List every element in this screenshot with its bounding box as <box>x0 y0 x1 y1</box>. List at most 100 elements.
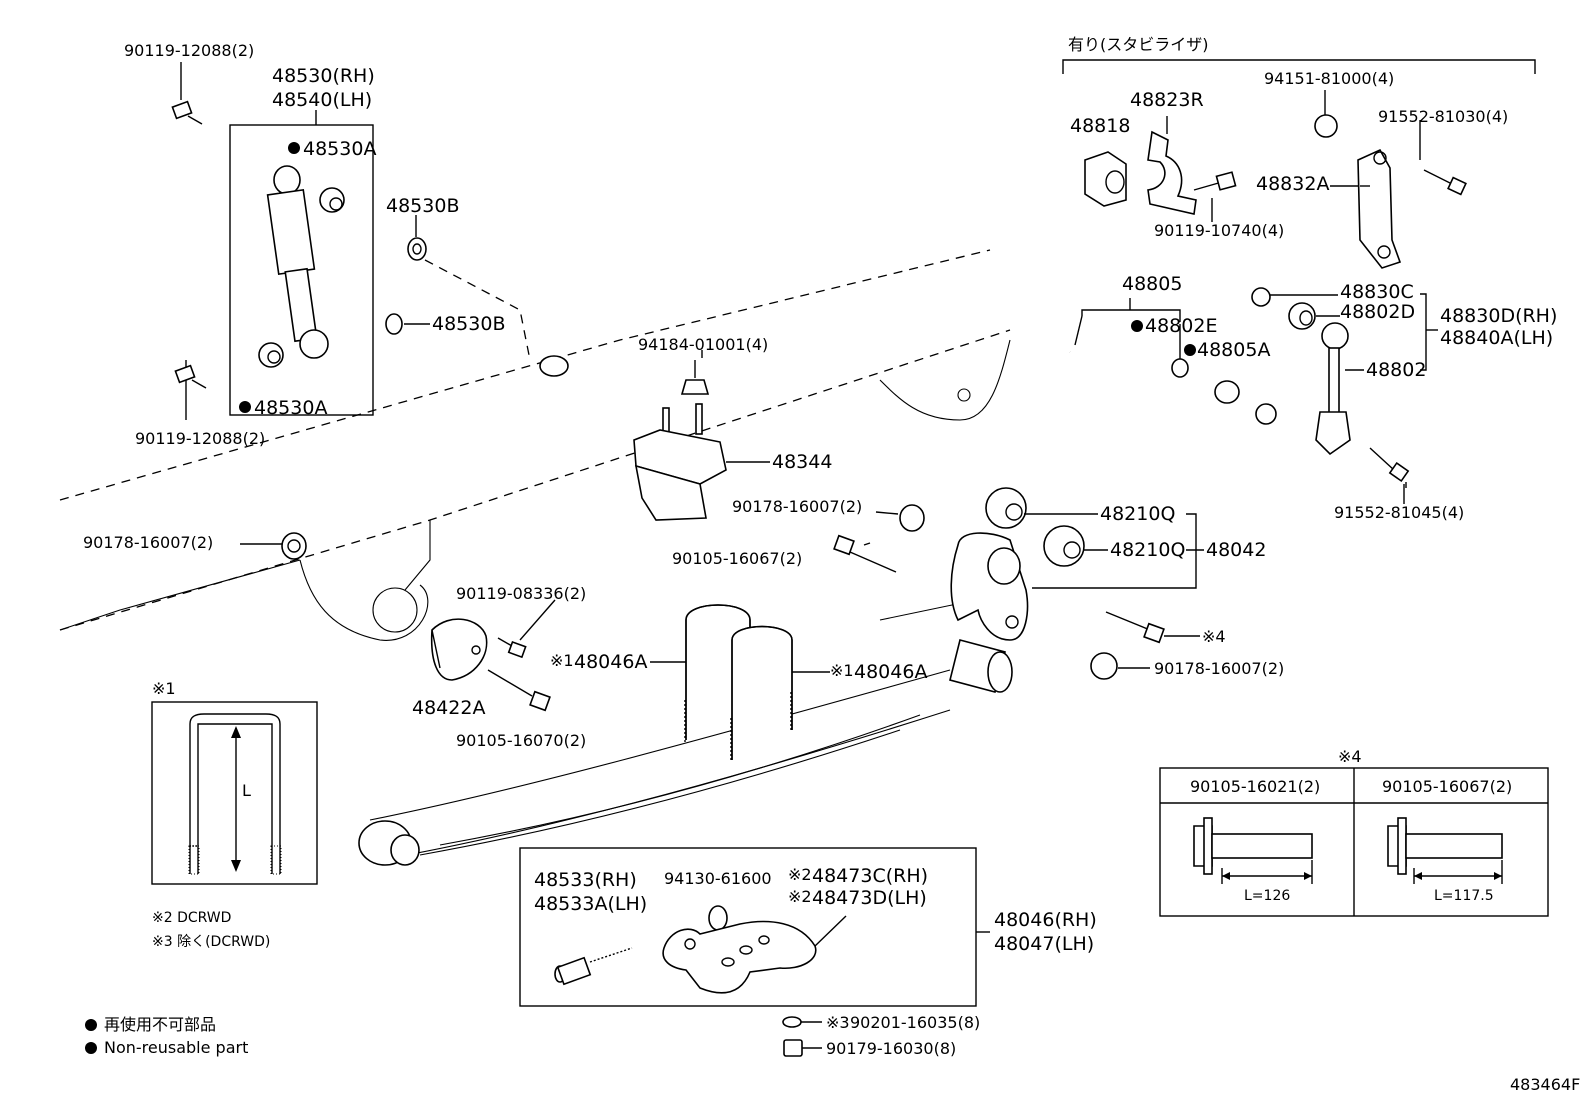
label-washer-bottom: 90201-16035(8) <box>850 1013 980 1032</box>
label-stud-rh: 48533(RH) <box>534 869 637 891</box>
label-link-bracket: 48832A <box>1256 173 1329 195</box>
label-nut-center: 90178-16007(2) <box>732 497 862 516</box>
label-plate-c: 48473C(RH) <box>812 865 928 887</box>
label-spring-rh: 48046(RH) <box>994 909 1097 931</box>
label-nut-bottom: 90179-16030(8) <box>826 1039 956 1058</box>
label-bushing-q1: 48210Q <box>1100 503 1175 525</box>
legend-jp: 再使用不可部品 <box>104 1015 216 1034</box>
shackle-48042 <box>950 532 1029 641</box>
washer-48530b-mid <box>385 313 430 335</box>
bolt-length-table <box>1159 767 1549 917</box>
label-bolt-top-left: 90119-12088(2) <box>124 41 254 60</box>
legend-bullet-en <box>85 1042 97 1054</box>
non-reusable-mark-48530a-bottom <box>239 401 251 413</box>
label-stud-lh: 48533A(LH) <box>534 893 647 915</box>
label-ubolt-left: 48046A <box>574 651 647 673</box>
legend-bullet-jp <box>85 1019 97 1031</box>
part-labels: 90119-12088(2) 48530(RH) 48540(LH) 48530… <box>83 35 1580 1094</box>
bolt-shackle <box>1105 611 1200 644</box>
label-bolt-link: 91552-81045(4) <box>1334 503 1464 522</box>
label-link-rh: 48830D(RH) <box>1440 305 1557 327</box>
legend-en: Non-reusable part <box>104 1038 248 1057</box>
nut-90179-16030 <box>783 1039 822 1057</box>
note-dcrwd: ※2 DCRWD <box>152 910 231 926</box>
label-shackle: 48042 <box>1206 539 1266 561</box>
bolt-90105-16067-center <box>833 534 897 573</box>
u-bolt-detail-box <box>151 701 318 885</box>
label-bushing-e: 48802E <box>1145 315 1217 337</box>
stabilizer-bar-48805 <box>1068 298 1277 447</box>
label-ubolt-box-mark: ※1 <box>152 679 176 698</box>
label-bushing-a-bottom: 48530A <box>254 397 327 419</box>
label-nut-left: 90178-16007(2) <box>83 533 213 552</box>
label-bolt-small: 90119-08336(2) <box>456 584 586 603</box>
label-link-d: 48802D <box>1340 301 1415 323</box>
link-parts <box>1251 287 1438 456</box>
bushing-48530a-top <box>319 187 345 213</box>
label-ubolt-box-dim: L <box>242 781 251 800</box>
shackle-48042-group <box>950 487 1204 680</box>
label-ubolt-mark-left: ※1 <box>550 651 574 670</box>
label-bracket: 48422A <box>412 697 485 719</box>
bolt-90119-12088-bottom <box>174 360 207 420</box>
non-reusable-mark-48805a <box>1184 344 1196 356</box>
label-nut-bump: 94184-01001(4) <box>638 335 768 354</box>
label-washer-b-top: 48530B <box>386 195 459 217</box>
washer-90201-16035 <box>782 1016 822 1028</box>
stud-48533 <box>554 947 633 986</box>
label-mark3: ※3 <box>826 1013 850 1032</box>
bolt-90119-10740 <box>1193 171 1237 222</box>
label-link: 48802 <box>1366 359 1426 381</box>
spring-seat-group <box>519 847 990 1007</box>
label-ubolt-mark-right: ※1 <box>830 661 854 680</box>
non-reusable-mark-48802e <box>1131 320 1143 332</box>
bushing-48210q-2 <box>1043 525 1108 567</box>
u-bolt-48046a-right <box>730 625 830 760</box>
bolt-drawing-16067 <box>1387 817 1503 884</box>
diagram-id: 483464F <box>1510 1075 1580 1094</box>
bolt-90119-08336 <box>497 637 527 659</box>
label-stab-bushing: 48818 <box>1070 115 1130 137</box>
nut-90178-16007-center <box>875 504 925 532</box>
bushing-48530a-bottom <box>258 342 284 368</box>
label-bolt-center: 90105-16067(2) <box>672 549 802 568</box>
spring-seat-plate <box>662 915 847 994</box>
bolt-91552-81030 <box>1419 120 1467 196</box>
stabilizer-link-48802 <box>1315 322 1364 456</box>
bushing-48805a <box>1214 380 1240 404</box>
stabilizer-bracket-48823r <box>1147 116 1197 215</box>
label-mark2-d: ※2 <box>788 887 812 906</box>
label-stab-bolt: 90119-10740(4) <box>1154 221 1284 240</box>
leader-lines <box>519 185 1407 641</box>
bracket-48422a <box>430 618 488 681</box>
bushing-48210q-1 <box>985 487 1098 529</box>
label-stab-bracket: 48823R <box>1130 89 1204 111</box>
label-mark2-c: ※2 <box>788 865 812 884</box>
label-plate-d: 48473D(LH) <box>812 887 927 909</box>
bump-stopper-48344 <box>633 360 770 521</box>
label-nut-stab: 94151-81000(4) <box>1264 69 1394 88</box>
label-bump-stopper: 48344 <box>772 451 832 473</box>
shock-absorber-group <box>229 110 374 416</box>
nut-94151-81000 <box>1314 90 1338 138</box>
bolt-table-part-1: 90105-16021(2) <box>1190 777 1320 796</box>
note-excl-dcrwd: ※3 除く(DCRWD) <box>152 934 270 950</box>
label-shock-rh: 48530(RH) <box>272 65 375 87</box>
stabilizer-group <box>1062 59 1536 504</box>
stabilizer-bushing-48818 <box>1084 151 1127 207</box>
label-bushing-stab-a: 48805A <box>1197 339 1270 361</box>
label-bushing-a-top: 48530A <box>303 138 376 160</box>
label-link-lh: 48840A(LH) <box>1440 327 1553 349</box>
washer-48530b-top <box>407 215 569 377</box>
label-nut-shackle: 90178-16007(2) <box>1154 659 1284 678</box>
label-bolt-bracket: 90105-16070(2) <box>456 731 586 750</box>
plug-94130-61600 <box>708 905 728 931</box>
bolt-table-part-2: 90105-16067(2) <box>1382 777 1512 796</box>
nut-90178-16007-left <box>240 532 307 560</box>
label-stabilizer-bar: 48805 <box>1122 273 1182 295</box>
label-washer-b-mid: 48530B <box>432 313 505 335</box>
bolt-90105-16070 <box>487 669 551 712</box>
shock-absorber <box>266 165 329 359</box>
